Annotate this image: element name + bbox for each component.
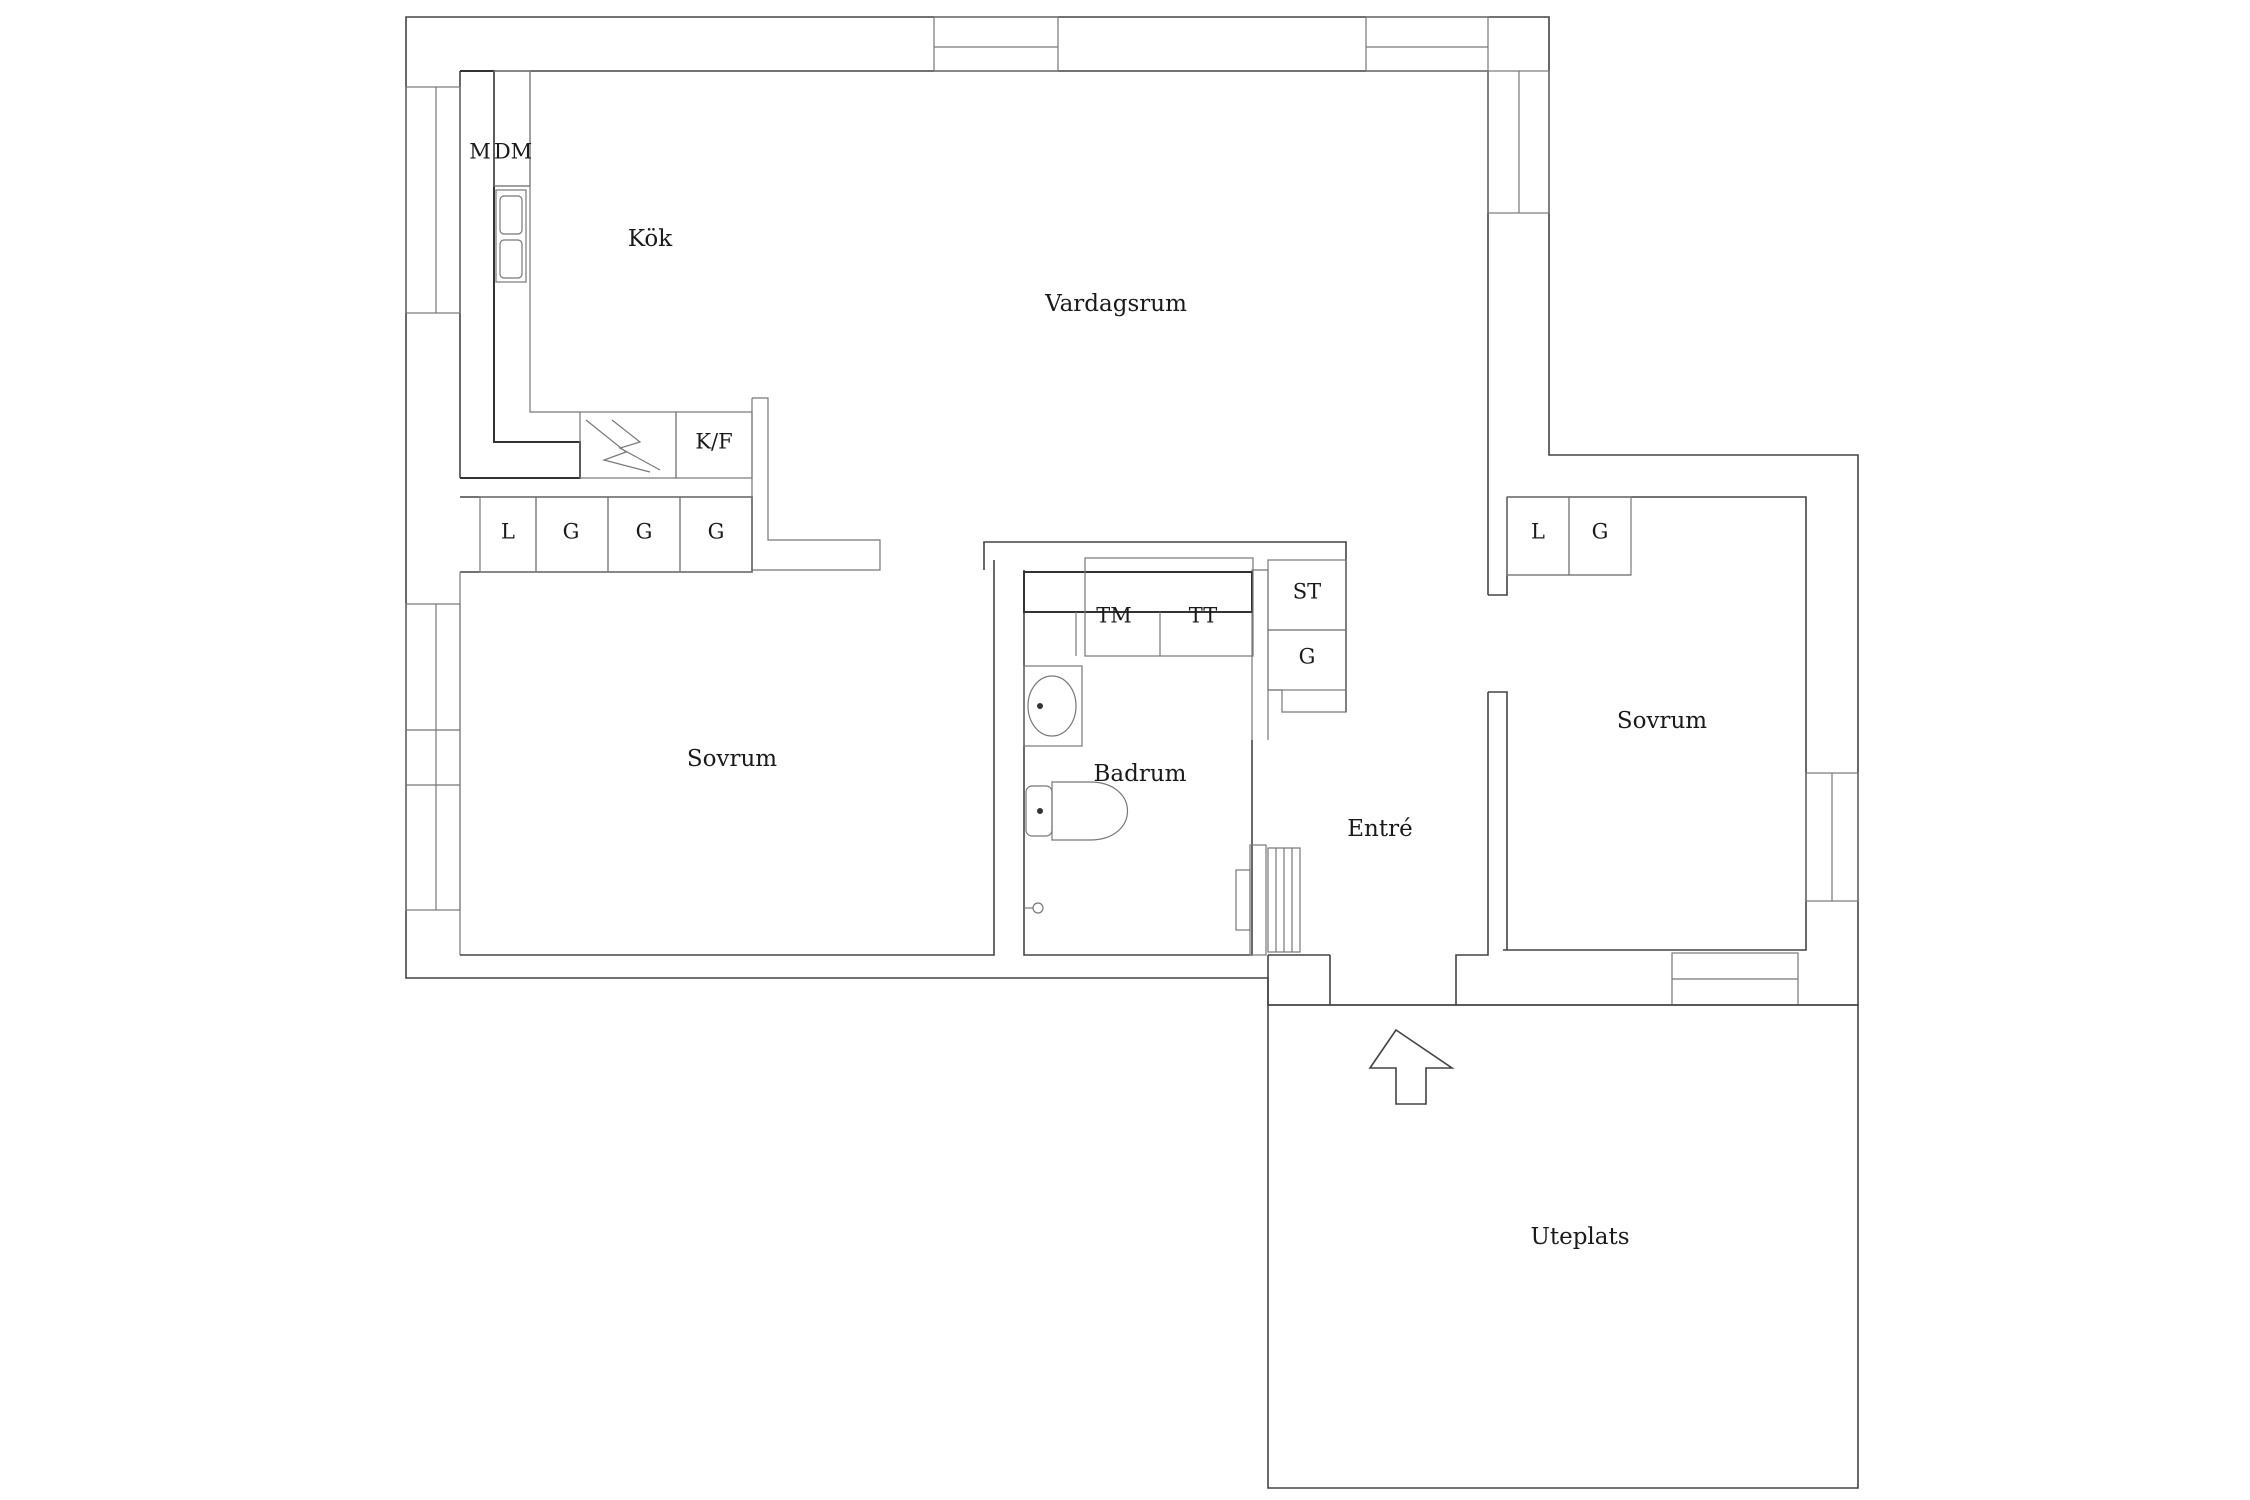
window-right-living — [1487, 70, 1550, 214]
fridge-freezer-label: K/F — [695, 430, 732, 454]
window-left-kitchen — [405, 86, 461, 314]
window-bottom-bedroom — [1671, 952, 1799, 1006]
hall-g-label: G — [1299, 645, 1316, 669]
right-bedroom-area: L G Sovrum — [1488, 496, 1707, 950]
dishwasher-label: DM — [494, 140, 532, 164]
washbasin-icon — [1023, 665, 1083, 747]
dryer-cabinet-label: ST — [1293, 580, 1321, 604]
bathroom-area: TM TT Badrum — [983, 541, 1347, 956]
stove-icon — [579, 411, 677, 479]
radiator-icon — [1235, 844, 1301, 956]
right-bedroom-label: Sovrum — [1617, 708, 1707, 734]
bathroom-label: Badrum — [1094, 761, 1187, 787]
kitchen-label: Kök — [628, 226, 673, 252]
window-top-1 — [933, 16, 1059, 72]
windows — [405, 16, 1859, 1006]
microwave-label: M — [469, 140, 491, 164]
kitchen-area: M DM K/F Kök — [460, 70, 881, 571]
living-room-label: Vardagsrum — [1044, 291, 1187, 317]
patio-area: Uteplats — [1267, 1004, 1859, 1489]
window-right-bedroom — [1805, 772, 1859, 902]
entrance-label: Entré — [1347, 816, 1412, 842]
patio-label: Uteplats — [1530, 1224, 1629, 1250]
left-bedroom-label: Sovrum — [687, 746, 777, 772]
right-bedroom-g-label: G — [1592, 520, 1609, 544]
outer-walls — [405, 16, 1859, 1006]
window-left-bedroom — [405, 603, 461, 911]
left-bedroom-g1-label: G — [563, 520, 580, 544]
kitchen-sink-icon — [495, 189, 527, 283]
left-bedroom-l-label: L — [501, 520, 515, 544]
floor-drain-icon — [1024, 902, 1044, 914]
dryer-label: TT — [1189, 604, 1217, 628]
washer-label: TM — [1096, 604, 1132, 628]
right-bedroom-l-label: L — [1531, 520, 1545, 544]
entry-arrow-icon — [1368, 1028, 1455, 1105]
entrance-area: Entré — [1235, 692, 1489, 1005]
left-bedroom-area: L G G G Sovrum — [459, 496, 995, 956]
left-bedroom-g2-label: G — [636, 520, 653, 544]
left-bedroom-g3-label: G — [708, 520, 725, 544]
toilet-icon — [1025, 781, 1128, 841]
window-top-2 — [1365, 16, 1489, 72]
hall-closet: ST G — [1267, 559, 1347, 713]
